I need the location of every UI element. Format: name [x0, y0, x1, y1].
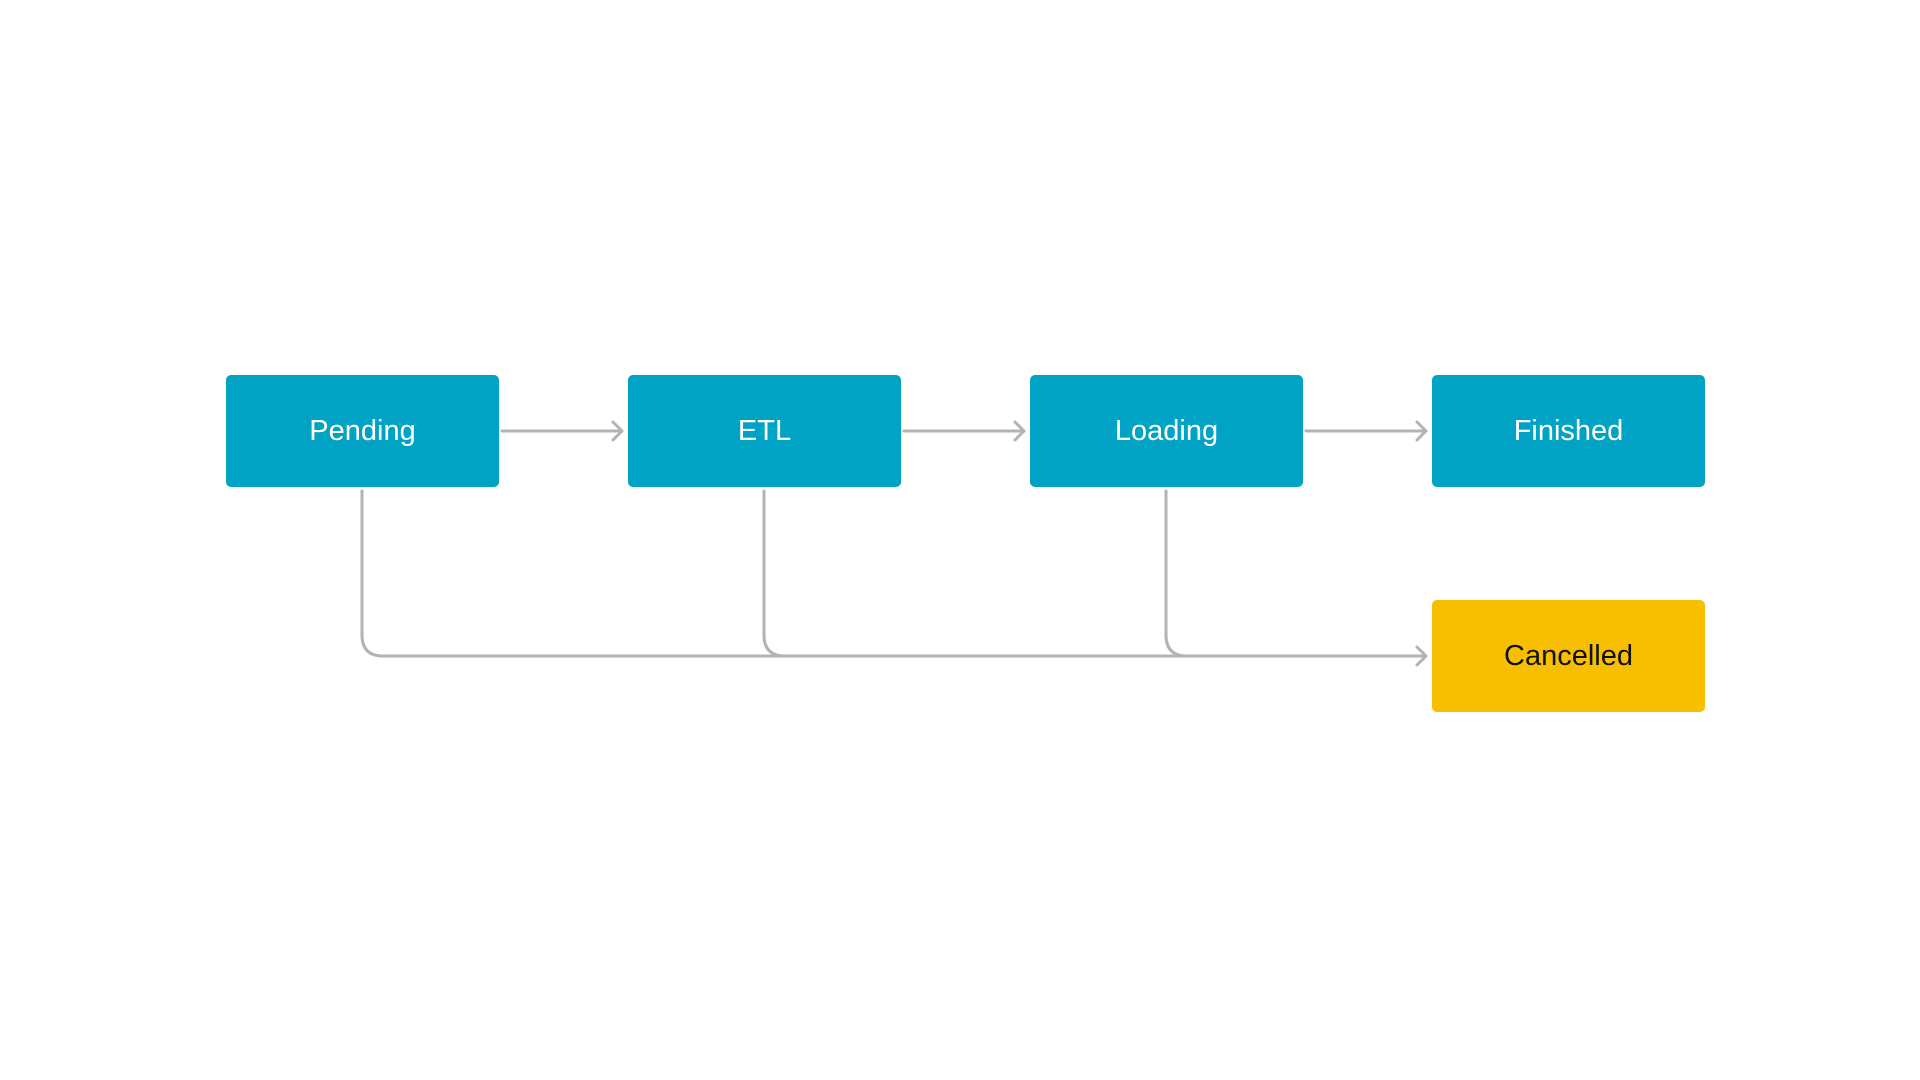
state-etl: ETL: [628, 375, 901, 487]
edge-pending-etl: [500, 420, 624, 442]
edge-loading-finished: [1304, 420, 1428, 442]
arrowhead-cancelled: [1415, 645, 1428, 667]
state-pending: Pending: [226, 375, 499, 487]
state-loading-label: Loading: [1114, 414, 1219, 447]
edge-etl-loading: [902, 420, 1026, 442]
state-loading: Loading: [1030, 375, 1303, 487]
edge-loading-cancelled: [1164, 489, 1189, 658]
state-pending-label: Pending: [309, 414, 416, 447]
state-finished: Finished: [1432, 375, 1705, 487]
edge-etl-cancelled: [762, 489, 787, 658]
edge-pending-cancelled: [360, 489, 1428, 658]
state-etl-label: ETL: [737, 414, 792, 447]
state-finished-label: Finished: [1513, 414, 1624, 447]
state-cancelled: Cancelled: [1432, 600, 1705, 712]
state-cancelled-label: Cancelled: [1504, 639, 1633, 672]
